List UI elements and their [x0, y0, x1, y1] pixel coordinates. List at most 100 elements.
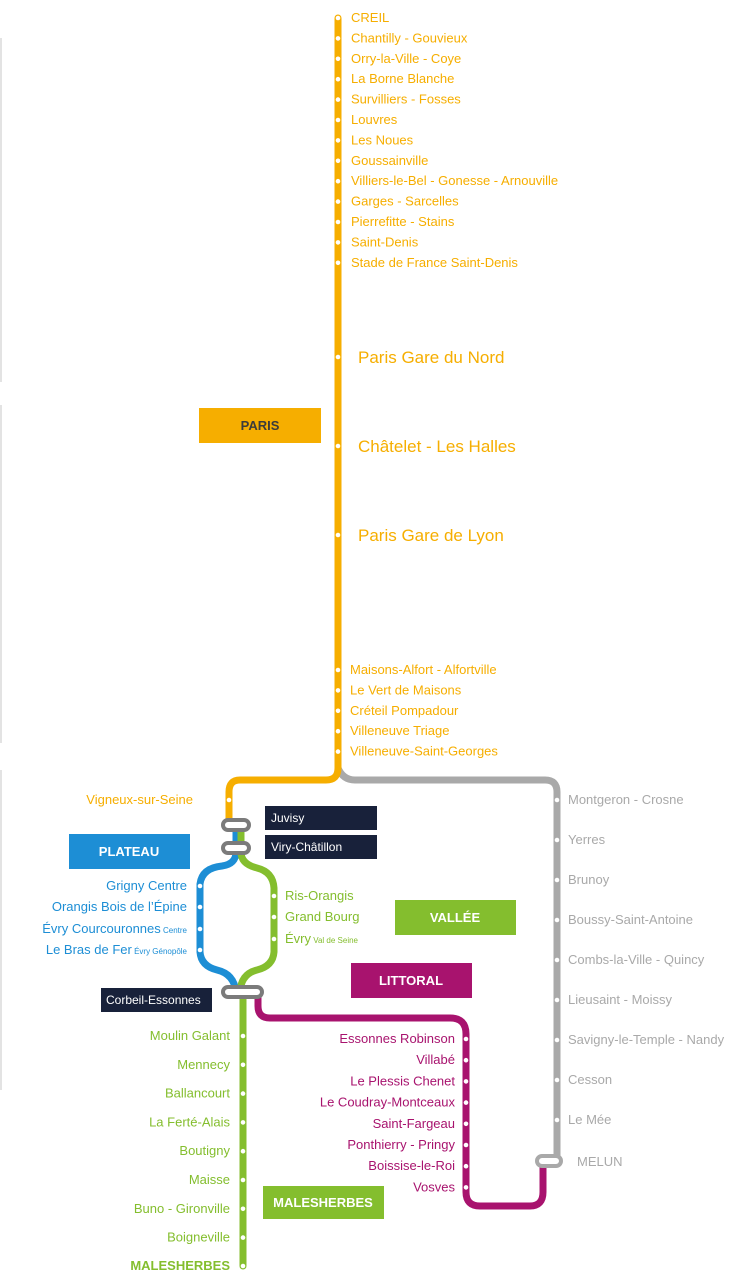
station-dot-maisons-alfort-alfortville — [335, 667, 341, 673]
station-label-saint-denis[interactable]: Saint-Denis — [351, 234, 419, 249]
station-dot-montgeron-crosne — [554, 797, 560, 803]
station-name: Le Bras de Fer — [46, 942, 133, 957]
station-label-le-vert-de-maisons[interactable]: Le Vert de Maisons — [350, 682, 462, 697]
melun-interchange[interactable] — [535, 1154, 563, 1168]
station-label-vosves[interactable]: Vosves — [413, 1179, 455, 1194]
station-dot-creil — [335, 15, 341, 21]
station-dot-ballancourt — [240, 1091, 246, 1096]
station-label-creteil-pompadour[interactable]: Créteil Pompadour — [350, 703, 459, 718]
juvisy-label[interactable]: Juvisy — [271, 811, 304, 825]
station-dot-ponthierry-pringy — [463, 1142, 469, 1148]
station-name: Évry — [285, 931, 312, 946]
station-label-brunoy[interactable]: Brunoy — [568, 872, 610, 887]
juvisy-label-box — [265, 806, 377, 830]
station-label-ponthierry-pringy[interactable]: Ponthierry - Pringy — [347, 1137, 455, 1152]
station-label-malesherbes-terminus[interactable]: MALESHERBES — [130, 1258, 230, 1272]
station-dot-chatelet-les-halles — [335, 443, 341, 449]
station-dot-la-borne-blanche — [335, 76, 341, 82]
station-label-savigny-le-temple-nandy[interactable]: Savigny-le-Temple - Nandy — [568, 1032, 725, 1047]
station-label-ballancourt[interactable]: Ballancourt — [165, 1086, 230, 1101]
station-label-survilliers-fosses[interactable]: Survilliers - Fosses — [351, 92, 461, 107]
station-label-maisse[interactable]: Maisse — [189, 1172, 230, 1187]
station-name: Châtelet - Les Halles — [358, 437, 516, 456]
station-label-evry-courcouronnes[interactable]: Évry Courcouronnes Centre — [42, 921, 187, 936]
station-label-la-borne-blanche[interactable]: La Borne Blanche — [351, 71, 454, 86]
station-label-saint-fargeau[interactable]: Saint-Fargeau — [373, 1116, 455, 1131]
station-name: Essonnes Robinson — [339, 1031, 455, 1046]
station-label-villeneuve-triage[interactable]: Villeneuve Triage — [350, 723, 450, 738]
station-name: Ris-Orangis — [285, 888, 354, 903]
station-name: Les Noues — [351, 132, 414, 147]
station-dot-la-ferte-alais — [240, 1120, 246, 1125]
station-label-garges-sarcelles[interactable]: Garges - Sarcelles — [351, 194, 459, 209]
station-markers — [197, 15, 560, 1269]
station-label-le-bras-de-fer[interactable]: Le Bras de Fer Évry Génopôle — [46, 942, 188, 957]
station-label-montgeron-crosne[interactable]: Montgeron - Crosne — [568, 792, 684, 807]
station-dot-le-coudray-montceaux — [463, 1100, 469, 1105]
corbeil-interchange[interactable] — [221, 985, 264, 999]
station-name: Montgeron - Crosne — [568, 792, 684, 807]
station-name: Évry Courcouronnes — [42, 921, 161, 936]
corbeil-label[interactable]: Corbeil-Essonnes — [106, 993, 201, 1007]
station-dot-creteil-pompadour — [335, 708, 341, 714]
station-label-grigny-centre[interactable]: Grigny Centre — [106, 878, 187, 893]
station-label-combs-la-ville-quincy[interactable]: Combs-la-Ville - Quincy — [568, 952, 705, 967]
station-label-boissise-le-roi[interactable]: Boissise-le-Roi — [368, 1158, 455, 1173]
station-label-les-noues[interactable]: Les Noues — [351, 132, 414, 147]
station-label-vigneux-sur-seine[interactable]: Vigneux-sur-Seine — [86, 792, 193, 807]
station-name: La Borne Blanche — [351, 71, 454, 86]
station-label-orry-la-ville-coye[interactable]: Orry-la-Ville - Coye — [351, 51, 461, 66]
station-label-lieusaint-moissy[interactable]: Lieusaint - Moissy — [568, 992, 673, 1007]
station-name: Grigny Centre — [106, 878, 187, 893]
station-label-paris-gare-du-nord[interactable]: Paris Gare du Nord — [358, 348, 504, 367]
station-label-moulin-galant[interactable]: Moulin Galant — [150, 1028, 231, 1043]
station-label-ris-orangis[interactable]: Ris-Orangis — [285, 888, 354, 903]
viry-label[interactable]: Viry-Châtillon — [271, 840, 342, 854]
station-label-cesson[interactable]: Cesson — [568, 1072, 612, 1087]
junction-labels: Juvisy Viry-Châtillon Corbeil-Essonnes — [101, 806, 377, 1012]
station-label-creil[interactable]: CREIL — [351, 10, 389, 25]
station-label-le-plessis-chenet[interactable]: Le Plessis Chenet — [350, 1073, 455, 1088]
station-label-boigneville[interactable]: Boigneville — [167, 1230, 230, 1245]
littoral-section-label: LITTORAL — [379, 973, 443, 988]
station-label-pierrefitte-stains[interactable]: Pierrefitte - Stains — [351, 214, 455, 229]
station-label-chatelet-les-halles[interactable]: Châtelet - Les Halles — [358, 437, 516, 456]
station-dot-combs-la-ville-quincy — [554, 957, 560, 963]
station-label-villiers-le-bel-gonesse-arnouville[interactable]: Villiers-le-Bel - Gonesse - Arnouville — [351, 173, 558, 188]
station-label-evry[interactable]: Évry Val de Seine — [285, 931, 359, 946]
station-label-boussy-saint-antoine[interactable]: Boussy-Saint-Antoine — [568, 912, 693, 927]
station-label-chantilly-gouvieux[interactable]: Chantilly - Gouvieux — [351, 30, 468, 45]
station-label-villabe[interactable]: Villabé — [416, 1052, 455, 1067]
station-dot-le-mee — [554, 1117, 560, 1123]
melun-branch-line — [334, 764, 561, 1166]
station-label-orangis-bois-de-l-epine[interactable]: Orangis Bois de l’Épine — [52, 899, 187, 914]
station-label-le-coudray-montceaux[interactable]: Le Coudray-Montceaux — [320, 1095, 456, 1110]
station-label-essonnes-robinson[interactable]: Essonnes Robinson — [339, 1031, 455, 1046]
station-name: La Ferté-Alais — [149, 1114, 230, 1129]
vallee-line — [236, 824, 278, 996]
station-label-melun[interactable]: MELUN — [577, 1154, 623, 1169]
station-name: Buno - Gironville — [134, 1201, 230, 1216]
station-name: Villeneuve Triage — [350, 723, 450, 738]
station-label-le-mee[interactable]: Le Mée — [568, 1112, 611, 1127]
station-label-maisons-alfort-alfortville[interactable]: Maisons-Alfort - Alfortville — [350, 662, 497, 677]
station-label-yerres[interactable]: Yerres — [568, 832, 606, 847]
station-label-paris-gare-de-lyon[interactable]: Paris Gare de Lyon — [358, 526, 504, 545]
station-name: Lieusaint - Moissy — [568, 992, 673, 1007]
station-label-buno-gironville[interactable]: Buno - Gironville — [134, 1201, 230, 1216]
juvisy-interchange[interactable] — [221, 818, 251, 832]
station-name: Goussainville — [351, 153, 428, 168]
station-label-louvres[interactable]: Louvres — [351, 112, 398, 127]
station-label-grand-bourg[interactable]: Grand Bourg — [285, 909, 359, 924]
station-label-mennecy[interactable]: Mennecy — [177, 1057, 230, 1072]
station-label-la-ferte-alais[interactable]: La Ferté-Alais — [149, 1114, 230, 1129]
junction-markers — [221, 818, 563, 1168]
station-dot-orangis-bois-de-l-epine — [197, 904, 203, 910]
station-label-stade-de-france-saint-denis[interactable]: Stade de France Saint-Denis — [351, 255, 518, 270]
station-label-goussainville[interactable]: Goussainville — [351, 153, 428, 168]
station-label-villeneuve-saint-georges[interactable]: Villeneuve-Saint-Georges — [350, 744, 498, 759]
station-label-boutigny[interactable]: Boutigny — [179, 1143, 230, 1158]
station-name: Ballancourt — [165, 1086, 230, 1101]
viry-interchange[interactable] — [221, 841, 251, 855]
station-dot-buno-gironville — [240, 1206, 246, 1212]
